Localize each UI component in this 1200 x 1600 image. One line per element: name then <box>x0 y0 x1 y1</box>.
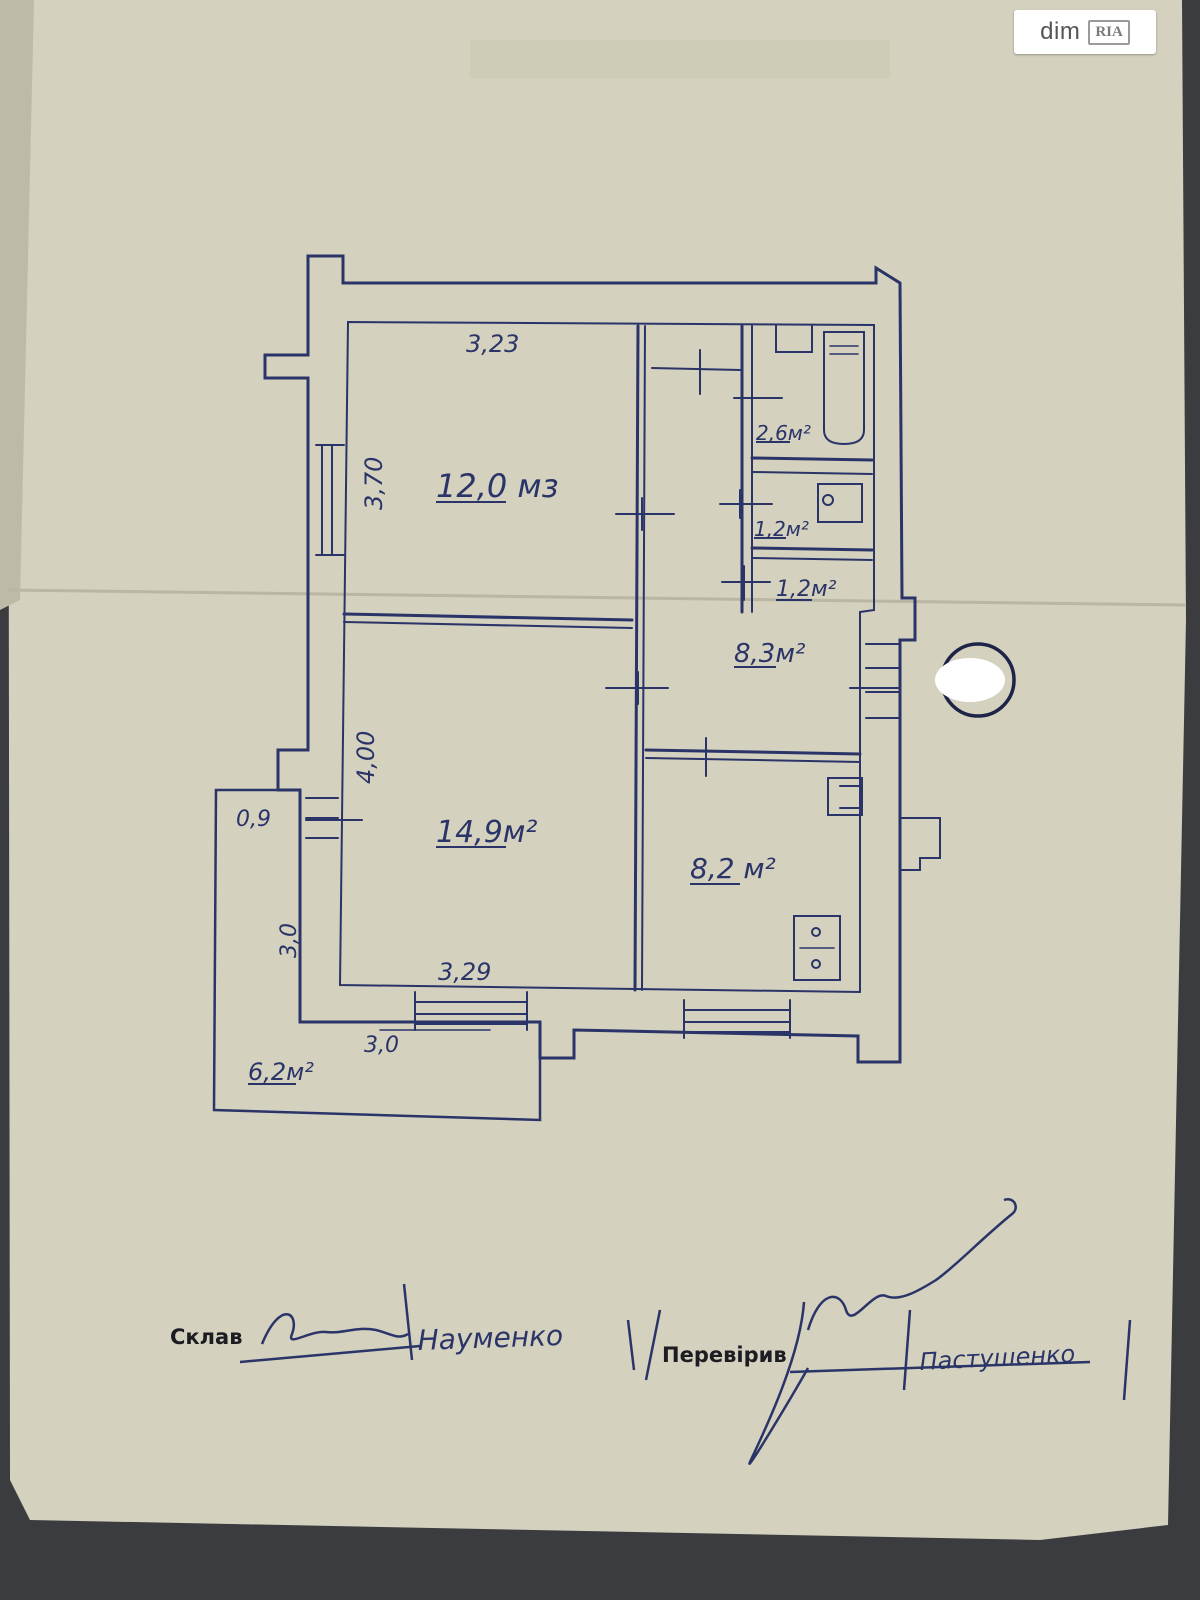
room-label-balcony: 6,2м² <box>248 1058 314 1086</box>
watermark-badge: RIA <box>1088 19 1130 45</box>
checked-by-label: Перевірив <box>662 1343 787 1367</box>
room-label-living-2: 14,9м² <box>436 815 537 850</box>
dim-balcony-side: 3,0 <box>277 923 302 958</box>
dim-balcony-depth: 0,9 <box>236 807 271 832</box>
north-mark-blot <box>935 658 1005 702</box>
room-label-living-1: 12,0 мз <box>436 467 559 505</box>
room-label-kitchen: 8,2 м² <box>690 852 776 885</box>
compiled-by-label: Склав <box>170 1325 243 1349</box>
dim-top-width: 3,23 <box>466 330 519 358</box>
compiled-signature <box>239 1283 421 1364</box>
paper-sheet <box>0 0 1186 1540</box>
room-label-hallway: 8,3м² <box>734 639 805 669</box>
checked-signature <box>748 1197 1091 1465</box>
dimension-labels: 3,23 3,70 4,00 3,29 0,9 3,0 3,0 <box>236 330 519 1058</box>
compiled-by-name: Науменко <box>417 1319 564 1357</box>
dim-room2-width: 3,29 <box>438 958 491 986</box>
label-underlines <box>248 441 812 1085</box>
dim-room2-height: 4,00 <box>352 731 380 784</box>
dim-room1-height: 3,70 <box>360 457 388 510</box>
dimria-watermark: dim RIA <box>1014 10 1156 54</box>
room-label-pantry: 1,2м² <box>776 577 837 602</box>
watermark-brand: dim <box>1040 18 1081 45</box>
dim-balcony-width: 3,0 <box>364 1033 399 1058</box>
floor-plan <box>212 254 1016 1122</box>
